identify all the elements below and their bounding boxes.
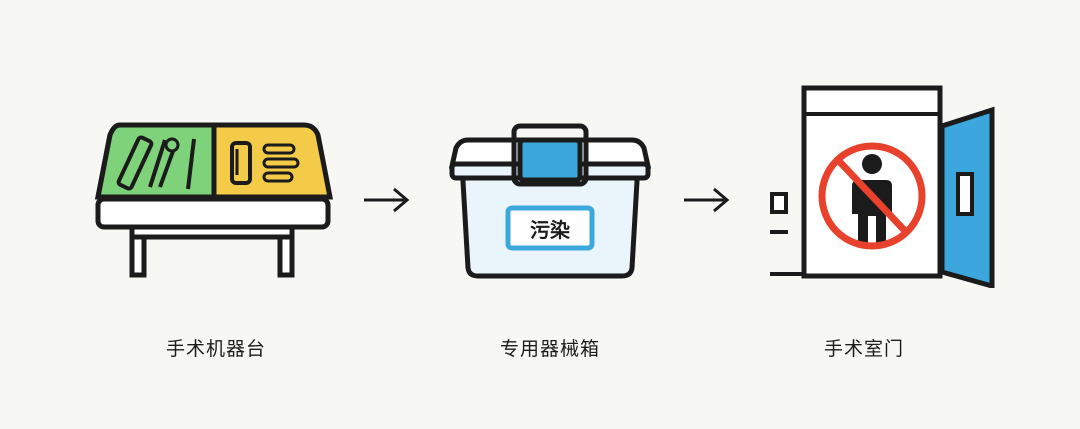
operating-room-door-icon [770, 85, 995, 288]
instrument-box-icon [448, 123, 652, 279]
step-label-door: 手术室门 [823, 338, 904, 360]
arrow-right-icon [684, 187, 730, 213]
surgical-instrument-table-icon [94, 122, 334, 278]
step-label-box: 专用器械箱 [499, 338, 600, 360]
step-label-table: 手术机器台 [165, 338, 266, 360]
arrow-right-icon [364, 187, 410, 213]
contaminated-tag: 污染 [530, 218, 570, 242]
